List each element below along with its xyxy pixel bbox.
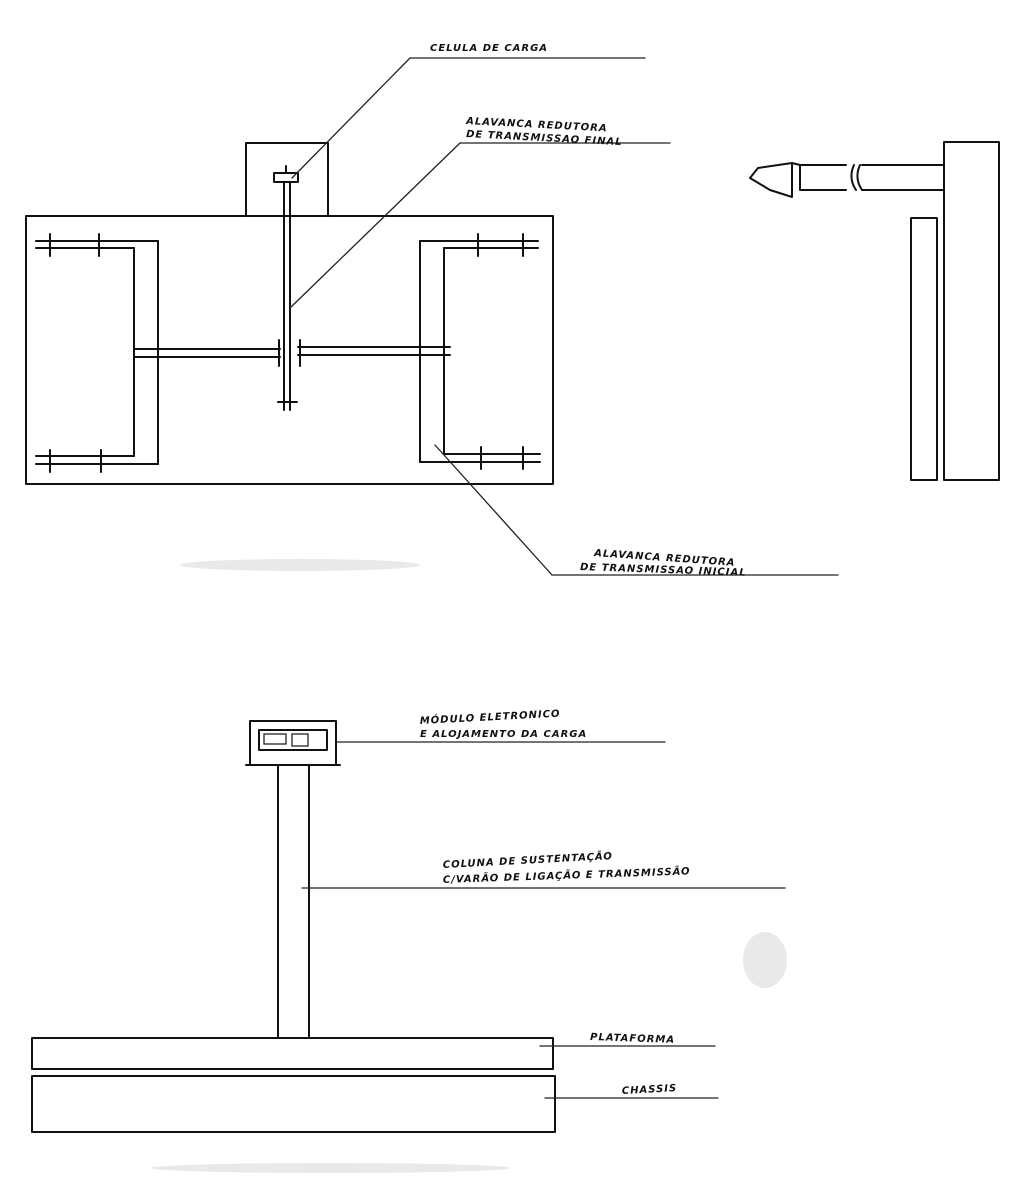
- chassis: [31, 1075, 556, 1133]
- side-column-inner: [910, 217, 938, 481]
- side-arm: [749, 162, 945, 198]
- scan-artifacts: [150, 559, 787, 1173]
- label-modulo-1: MÓDULO ELETRONICO: [419, 707, 560, 727]
- side-column-outer: [943, 141, 1000, 481]
- label-modulo-2: E ALOJAMENTO DA CARGA: [420, 729, 587, 740]
- module-display: [258, 729, 328, 751]
- front-view: [31, 720, 786, 1133]
- label-plataforma: PLATAFORMA: [590, 1032, 675, 1046]
- right-initial-lever: [419, 233, 541, 470]
- top-view: [25, 57, 839, 576]
- label-chassis: CHASSIS: [622, 1083, 678, 1097]
- load-cell: [273, 172, 299, 183]
- label-celula: CELULA DE CARGA: [430, 43, 548, 54]
- electronic-module: [249, 720, 337, 766]
- side-detail-view: [749, 141, 1000, 481]
- platform: [31, 1037, 554, 1070]
- labels: CELULA DE CARGA ALAVANCA REDUTORA DE TRA…: [419, 43, 746, 1097]
- label-coluna-1: COLUNA DE SUSTENTAÇÃO: [442, 849, 613, 871]
- left-initial-lever: [35, 233, 159, 473]
- load-cell-housing: [245, 142, 329, 217]
